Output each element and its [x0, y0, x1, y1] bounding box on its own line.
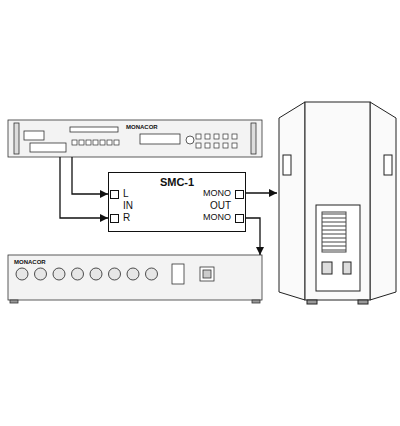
volume-knob	[16, 268, 28, 280]
brand-logo: MONACOR	[14, 259, 46, 265]
signal-wire	[246, 218, 260, 255]
output-label: OUT	[210, 201, 231, 211]
cd-button	[114, 140, 119, 145]
cd-button	[205, 143, 210, 148]
device-title: SMC-1	[109, 177, 245, 188]
output-label: MONO	[203, 189, 231, 198]
cd-button	[93, 140, 98, 145]
cd-button	[232, 134, 237, 139]
cd-button	[72, 140, 77, 145]
cd-button	[196, 134, 201, 139]
cd-button	[205, 134, 210, 139]
cd-button	[79, 140, 84, 145]
cd-button	[86, 140, 91, 145]
cd-button	[107, 140, 112, 145]
volume-knob	[72, 268, 84, 280]
volume-knob	[127, 268, 139, 280]
cd-button	[196, 143, 201, 148]
brand-logo: MONACOR	[126, 124, 158, 130]
jack-port	[110, 190, 119, 199]
amplifier	[8, 255, 262, 303]
output-label: MONO	[203, 213, 231, 222]
cd-button	[223, 143, 228, 148]
volume-knob	[35, 268, 47, 280]
cd-button	[214, 143, 219, 148]
signal-wire	[60, 157, 108, 218]
cd-buttons	[72, 134, 237, 148]
amp-knobs	[16, 268, 158, 280]
mixer-box: SMC-1L IN R MONO OUT MONO	[108, 172, 246, 232]
jack-port	[110, 214, 119, 223]
cd-button	[223, 134, 228, 139]
signal-wire	[72, 157, 108, 194]
jack-port	[235, 214, 244, 223]
cd-player-panel: MONACOR	[8, 120, 262, 157]
speaker-cabinet	[279, 102, 396, 304]
input-label: IN	[123, 201, 133, 211]
jack-port	[235, 190, 244, 199]
volume-knob	[146, 268, 158, 280]
input-label: R	[123, 213, 130, 223]
amplifier-panel: MONACOR	[8, 255, 262, 300]
cd-button	[100, 140, 105, 145]
input-label: L	[123, 189, 129, 199]
volume-knob	[109, 268, 121, 280]
volume-knob	[90, 268, 102, 280]
cd-button	[232, 143, 237, 148]
volume-knob	[53, 268, 65, 280]
cd-player	[8, 120, 262, 157]
cd-button	[214, 134, 219, 139]
